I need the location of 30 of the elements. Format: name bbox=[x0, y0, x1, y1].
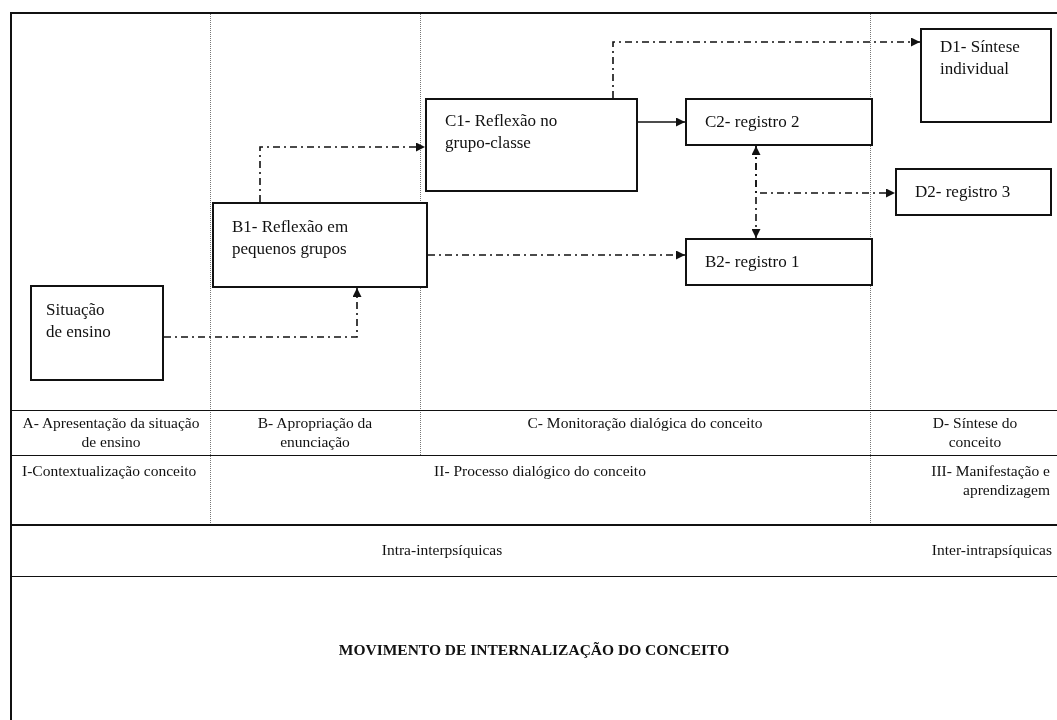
box-label: B2- registro 1 bbox=[705, 250, 800, 273]
table-text: Inter-intrapsíquicas bbox=[930, 541, 1052, 560]
box-label: B1- Reflexão em pequenos grupos bbox=[232, 216, 350, 261]
arrow bbox=[637, 117, 686, 127]
table-text: Intra-interpsíquicas bbox=[380, 541, 504, 560]
arrow bbox=[612, 37, 921, 99]
box-label: Situação de ensino bbox=[46, 299, 112, 344]
process-box bbox=[685, 98, 873, 146]
table-text: II- Processo dialógico do conceito bbox=[433, 462, 647, 481]
arrow bbox=[755, 145, 896, 198]
box-label: D1- Síntese individual bbox=[940, 36, 1020, 81]
table-text: B- Apropriação da enunciação bbox=[256, 414, 374, 452]
box-label: C1- Reflexão no grupo-classe bbox=[445, 110, 559, 155]
process-box bbox=[895, 168, 1052, 216]
table-text: I-Contextualização conceito bbox=[22, 462, 198, 481]
table-text: A- Apresentação da situação de ensino bbox=[21, 414, 201, 452]
table-text: D- Síntese do conceito bbox=[931, 414, 1019, 452]
box-label: C2- registro 2 bbox=[705, 110, 800, 133]
box-label: D2- registro 3 bbox=[915, 180, 1011, 203]
process-box bbox=[212, 202, 428, 288]
footer-heading: MOVIMENTO DE INTERNALIZAÇÃO DO CONCEITO bbox=[337, 641, 731, 660]
process-box bbox=[920, 28, 1052, 123]
table-text: III- Manifestação e aprendizagem bbox=[930, 462, 1050, 500]
arrow bbox=[259, 142, 426, 203]
table-text: C- Monitoração dialógica do conceito bbox=[526, 414, 764, 433]
arrow bbox=[427, 250, 686, 260]
arrow bbox=[163, 287, 362, 338]
process-box bbox=[425, 98, 638, 192]
process-box bbox=[30, 285, 164, 381]
process-box bbox=[685, 238, 873, 286]
